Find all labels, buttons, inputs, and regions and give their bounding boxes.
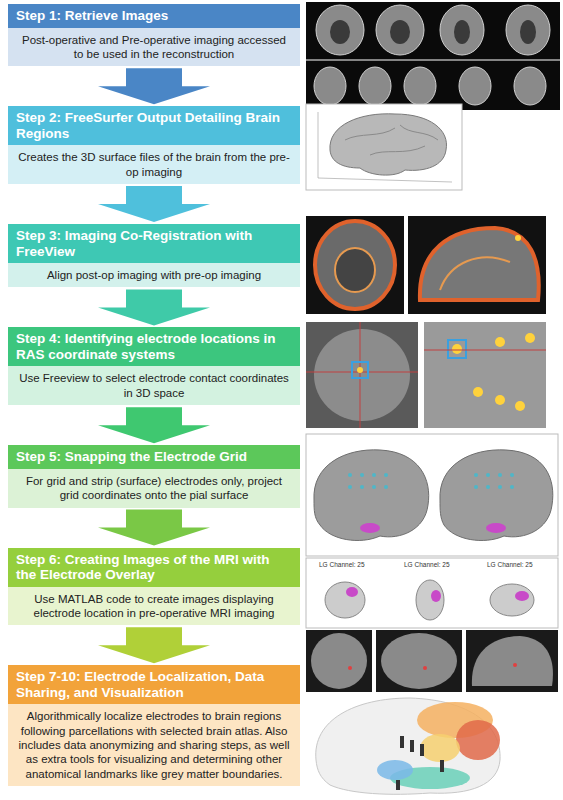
step-description: Use MATLAB code to create images display… bbox=[8, 587, 300, 626]
step-heading: Step 4: Identifying electrode locations … bbox=[8, 327, 300, 366]
step-description: For grid and strip (surface) electrodes … bbox=[8, 469, 300, 508]
step-description: Creates the 3D surface files of the brai… bbox=[8, 145, 300, 184]
panel-caption: LG Channel: 25 bbox=[486, 561, 534, 568]
step-heading: Step 1: Retrieve Images bbox=[8, 4, 300, 28]
step-description: Align post-op imaging with pre-op imagin… bbox=[8, 263, 300, 287]
block-arrow bbox=[98, 186, 210, 222]
step-box: Step 2: FreeSurfer Output Detailing Brai… bbox=[8, 106, 300, 184]
panel-caption: LG Channel: 25 bbox=[403, 561, 451, 568]
panel-caption: LG Channel: 25 bbox=[318, 561, 366, 568]
block-arrow bbox=[98, 68, 210, 104]
step-description: Algorithmically localize electrodes to b… bbox=[8, 704, 300, 786]
step-box: Step 3: Imaging Co-Registration with Fre… bbox=[8, 224, 300, 287]
pial-surface-images bbox=[306, 434, 558, 556]
brain-surface-plot bbox=[306, 104, 462, 190]
step-box: Step 1: Retrieve ImagesPost-operative an… bbox=[8, 4, 300, 66]
block-arrow bbox=[98, 627, 210, 663]
step-heading: Step 6: Creating Images of the MRI with … bbox=[8, 548, 300, 587]
step-heading: Step 5: Snapping the Electrode Grid bbox=[8, 445, 300, 469]
step-heading: Step 2: FreeSurfer Output Detailing Brai… bbox=[8, 106, 300, 145]
step-box: Step 6: Creating Images of the MRI with … bbox=[8, 548, 300, 626]
co-registration-images bbox=[306, 216, 546, 314]
step-box: Step 5: Snapping the Electrode GridFor g… bbox=[8, 445, 300, 507]
mri-grid bbox=[306, 2, 560, 110]
step-heading: Step 3: Imaging Co-Registration with Fre… bbox=[8, 224, 300, 263]
step-description: Post-operative and Pre-operative imaging… bbox=[8, 28, 300, 67]
step-description: Use Freeview to select electrode contact… bbox=[8, 366, 300, 405]
electrode-contact-images bbox=[306, 322, 546, 428]
block-arrow bbox=[98, 510, 210, 546]
step-box: Step 4: Identifying electrode locations … bbox=[8, 327, 300, 405]
atlas-brain-render bbox=[316, 698, 500, 794]
block-arrow bbox=[98, 289, 210, 325]
mri-overlay-images bbox=[306, 558, 558, 692]
step-heading: Step 7-10: Electrode Localization, Data … bbox=[8, 665, 300, 704]
block-arrow bbox=[98, 407, 210, 443]
step-box: Step 7-10: Electrode Localization, Data … bbox=[8, 665, 300, 786]
